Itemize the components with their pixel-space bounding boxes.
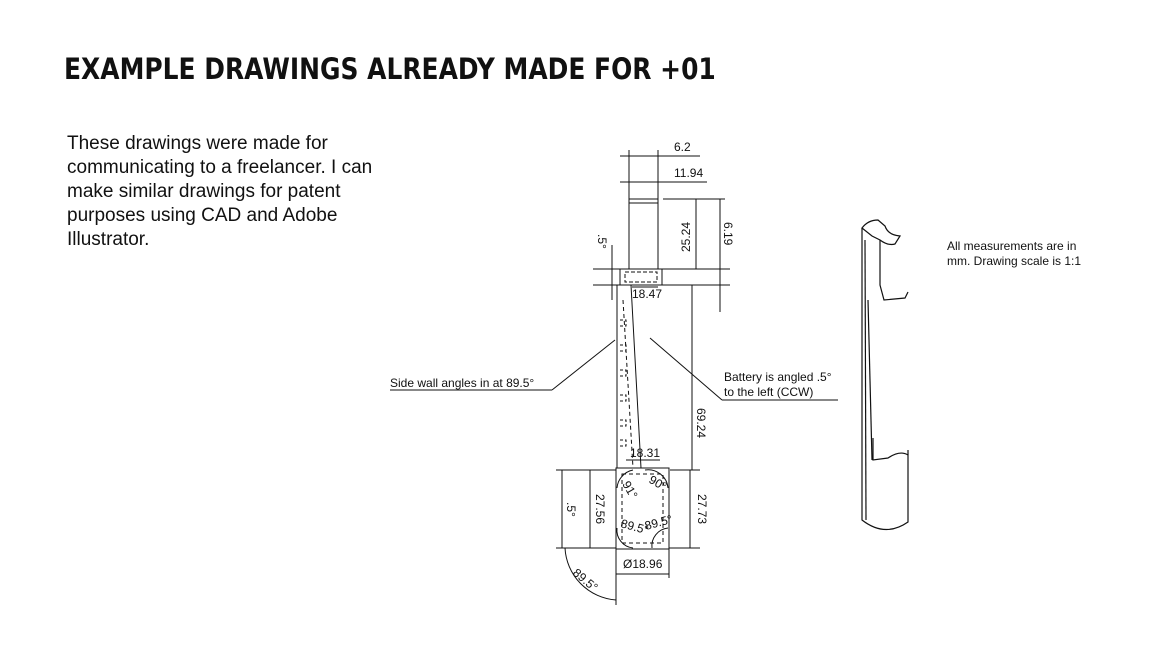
measurement-note: All measurements are in mm. Drawing scal… — [947, 239, 1082, 268]
dim-27-73: 27.73 — [695, 494, 709, 524]
dim-05-left: .5° — [564, 502, 578, 517]
dim-89-5-b: 89.5° — [643, 512, 674, 533]
holder-sketch — [861, 219, 909, 531]
callout-battery-line-2: to the left (CCW) — [724, 385, 813, 399]
dim-18-47: 18.47 — [632, 287, 662, 301]
base-box — [615, 467, 670, 550]
dim-6-2: 6.2 — [674, 140, 691, 154]
dim-91: 91° — [619, 479, 640, 502]
dim-69-24: 69.24 — [694, 408, 708, 438]
page-title: EXAMPLE DRAWINGS ALREADY MADE FOR +01 — [64, 52, 716, 86]
callout-battery-line-1: Battery is angled .5° — [724, 370, 832, 384]
dim-11-94: 11.94 — [674, 166, 703, 180]
dim-05-top: .5° — [595, 234, 609, 249]
callout-side-wall: Side wall angles in at 89.5° — [390, 376, 534, 390]
dim-27-56: 27.56 — [593, 494, 607, 524]
dim-6-19: 6.19 — [721, 222, 735, 246]
collar — [619, 268, 663, 286]
dim-18-96: Ø18.96 — [623, 557, 663, 571]
dim-18-31: 18.31 — [630, 446, 660, 460]
dim-25-24: 25.24 — [679, 222, 693, 252]
top-cap — [628, 198, 659, 270]
dim-89-5-c: 89.5° — [570, 566, 601, 595]
description-text: These drawings were made for communicati… — [67, 133, 373, 250]
dim-90: 90° — [647, 472, 670, 493]
